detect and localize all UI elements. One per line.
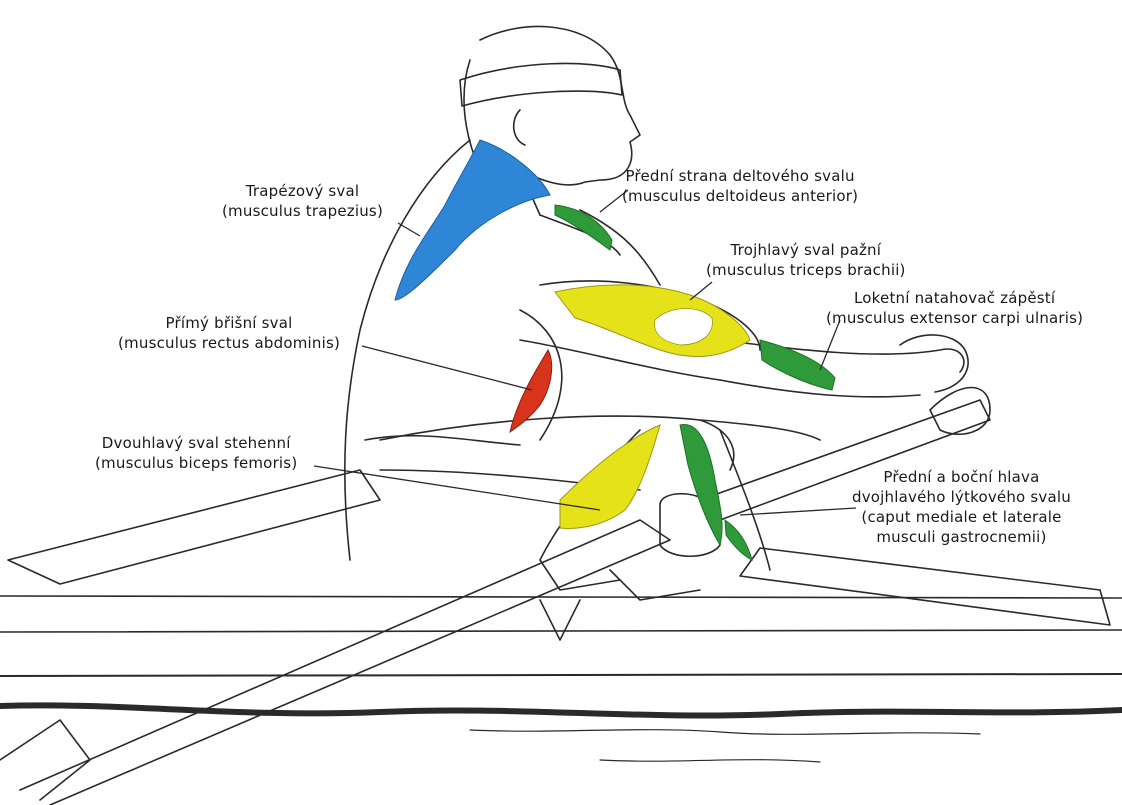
ear — [514, 110, 525, 145]
label-rectus-name: Přímý břišní sval — [118, 313, 340, 333]
boat-rigger — [610, 570, 700, 600]
label-triceps-latin: (musculus triceps brachii) — [706, 260, 906, 280]
trapezius-muscle — [395, 140, 550, 300]
label-extensor-latin: (musculus extensor carpi ulnaris) — [826, 308, 1083, 328]
label-biceps-femoris: Dvouhlavý sval stehenní (musculus biceps… — [95, 433, 297, 473]
leader-gastrocnemius — [740, 508, 856, 515]
thigh — [380, 416, 820, 440]
leader-trapezius — [398, 223, 420, 236]
boat-hull — [0, 630, 1122, 632]
extensor-muscle — [760, 340, 835, 390]
label-gastrocnemius-line1: Přední a boční hlava — [852, 467, 1071, 487]
boat-hull — [0, 674, 1122, 676]
label-biceps-femoris-name: Dvouhlavý sval stehenní — [95, 433, 297, 453]
label-gastrocnemius-line4: musculi gastrocnemii) — [852, 527, 1071, 547]
label-triceps: Trojhlavý sval pažní (musculus triceps b… — [706, 240, 906, 280]
gastrocnemius-lower — [725, 520, 752, 560]
label-extensor: Loketní natahovač zápěstí (musculus exte… — [826, 288, 1083, 328]
boat-rigger — [540, 600, 580, 640]
label-triceps-name: Trojhlavý sval pažní — [706, 240, 906, 260]
boat-rigger — [740, 548, 1110, 625]
label-gastrocnemius: Přední a boční hlava dvojhlavého lýtkové… — [852, 467, 1071, 547]
label-gastrocnemius-line3: (caput mediale et laterale — [852, 507, 1071, 527]
label-trapezius-latin: (musculus trapezius) — [222, 201, 383, 221]
label-deltoid-latin: (musculus deltoideus anterior) — [622, 186, 858, 206]
water-line — [0, 705, 1122, 715]
label-deltoid-name: Přední strana deltového svalu — [622, 166, 858, 186]
water-ripple — [600, 760, 820, 762]
label-rectus: Přímý břišní sval (musculus rectus abdom… — [118, 313, 340, 353]
torso-line — [365, 436, 520, 445]
biceps-femoris-muscle — [560, 425, 660, 528]
boat-hull — [0, 596, 1122, 598]
water-ripple — [470, 730, 980, 735]
foot — [540, 560, 620, 590]
forearm — [720, 340, 964, 372]
boat-rigger — [8, 470, 380, 584]
triceps-muscle — [555, 285, 750, 357]
hand — [900, 335, 968, 392]
label-deltoid: Přední strana deltového svalu (musculus … — [622, 166, 858, 206]
label-extensor-name: Loketní natahovač zápěstí — [826, 288, 1083, 308]
label-trapezius: Trapézový sval (musculus trapezius) — [222, 181, 383, 221]
leader-rectus — [362, 346, 532, 390]
leader-triceps — [690, 282, 712, 300]
label-rectus-latin: (musculus rectus abdominis) — [118, 333, 340, 353]
label-trapezius-name: Trapézový sval — [222, 181, 383, 201]
oar-shaft — [20, 520, 670, 805]
oar-handle — [930, 388, 990, 435]
label-gastrocnemius-line2: dvojhlavého lýtkového svalu — [852, 487, 1071, 507]
headband — [460, 63, 622, 106]
gastrocnemius-muscle — [680, 424, 722, 545]
label-biceps-femoris-latin: (musculus biceps femoris) — [95, 453, 297, 473]
oar-blade — [0, 720, 90, 800]
